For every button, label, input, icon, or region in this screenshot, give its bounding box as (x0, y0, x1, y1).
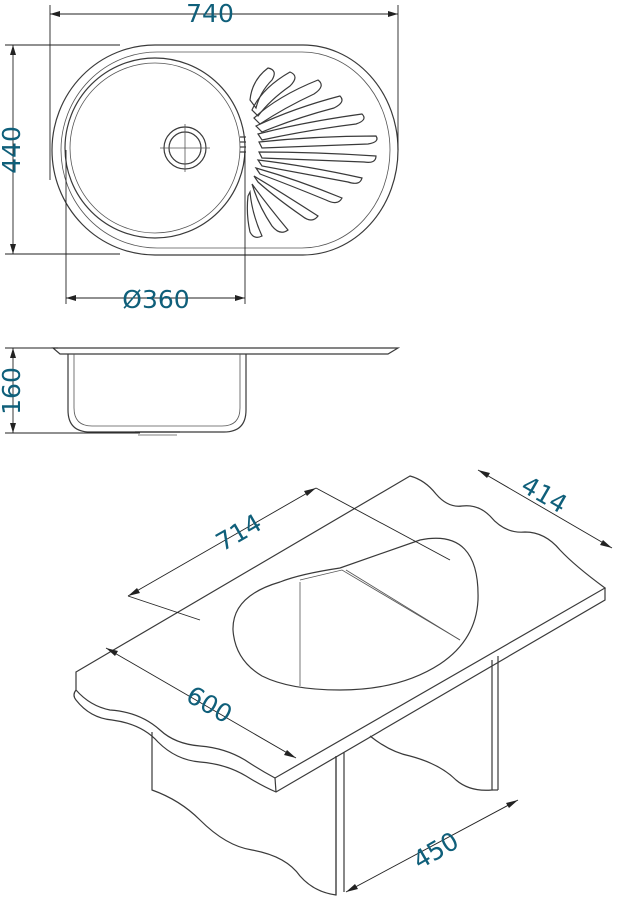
cabinet-inner-back (345, 569, 461, 641)
cutout-inner-edge (299, 569, 461, 641)
bowl-inner-circle (69, 62, 241, 234)
side-view: 160 (0, 347, 401, 436)
dim-text-414: 414 (516, 470, 572, 519)
dim-text-440: 440 (0, 126, 26, 174)
arrow-360-left (66, 295, 76, 301)
dim-text-714: 714 (211, 508, 267, 557)
arrow-160-top (10, 348, 16, 358)
sink-cutout (232, 537, 479, 691)
side-rim (51, 347, 401, 355)
dim-line-600 (105, 647, 297, 759)
arrow-740-left (50, 11, 60, 17)
arrow-440-bottom (10, 244, 16, 254)
arrow-160-bottom (10, 423, 16, 433)
arrow-740-right (388, 11, 398, 17)
dim-line-414 (477, 469, 613, 549)
sink-outline-inner (60, 51, 391, 249)
cabinet-left-panel (151, 732, 337, 896)
dim-line-450 (345, 799, 519, 893)
arrow-360-right (235, 295, 245, 301)
countertop-front-edge (73, 588, 606, 793)
side-bowl-inner (73, 354, 241, 427)
arrow-714-end (304, 488, 316, 496)
iso-view: 714 414 600 450 (73, 469, 613, 896)
arrow-414-end (600, 540, 612, 548)
arrow-600-start (106, 648, 118, 656)
dim-line-714 (127, 487, 317, 597)
arrow-440-top (10, 45, 16, 55)
countertop-corner (274, 777, 277, 793)
bowl-circle (64, 57, 246, 239)
arrow-714-start (128, 588, 140, 596)
countertop-top (75, 475, 607, 779)
dim-text-740: 740 (186, 0, 234, 28)
dim-text-600: 600 (181, 680, 237, 729)
side-bowl (67, 354, 247, 433)
drainboard-ribs (246, 67, 378, 238)
dim-text-160: 160 (0, 367, 26, 415)
arrow-600-end (284, 750, 296, 758)
dim-text-360: Ø360 (122, 285, 189, 314)
cabinet-right-panel (369, 660, 493, 791)
arrow-414-start (478, 470, 490, 478)
top-view: 740 440 Ø360 (0, 0, 399, 314)
arrow-450-end (506, 800, 518, 808)
sink-outline-top (51, 44, 399, 256)
arrow-450-start (346, 884, 358, 892)
